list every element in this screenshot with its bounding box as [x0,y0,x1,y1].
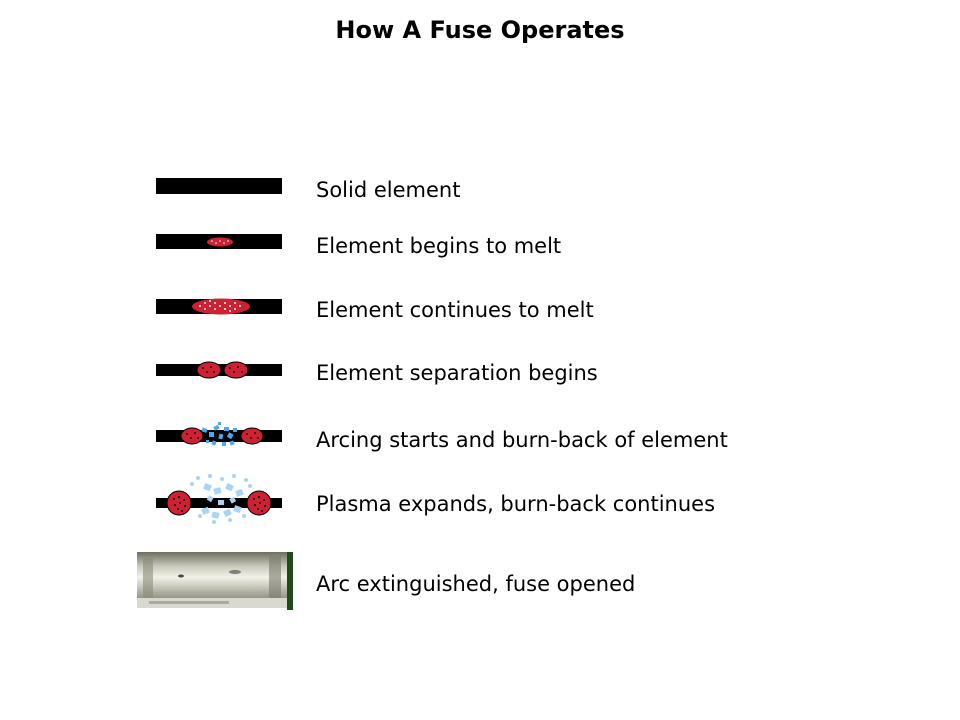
arc-fragments [201,422,237,446]
melt-blob-left [196,361,222,379]
stage-label-plasma: Plasma expands, burn-back continues [316,492,716,516]
fuse-element-bar [156,178,282,194]
melt-spot [207,237,233,247]
burnback-right [240,427,264,445]
stage-label-continues-melt: Element continues to melt [316,298,594,322]
stage-label-solid: Solid element [316,178,461,202]
stage-solid-element-graphic [130,170,300,210]
page-title: How A Fuse Operates [335,16,625,44]
stage-continues-melt-graphic [130,290,300,330]
stage-label-separation: Element separation begins [316,361,598,385]
stage-label-arcing: Arcing starts and burn-back of element [316,428,728,452]
stage-begins-melt-graphic [130,226,300,266]
melt-blob-right [223,361,249,379]
stage-label-begins-melt: Element begins to melt [316,234,562,258]
opened-fuse-photo [137,552,293,610]
burnback-left [180,427,204,445]
stage-label-extinguished: Arc extinguished, fuse opened [316,572,636,596]
stage-arcing-graphic [130,418,300,462]
stage-plasma-graphic [130,470,300,530]
stage-separation-graphic [130,354,300,394]
plasma-cloud [190,474,252,524]
